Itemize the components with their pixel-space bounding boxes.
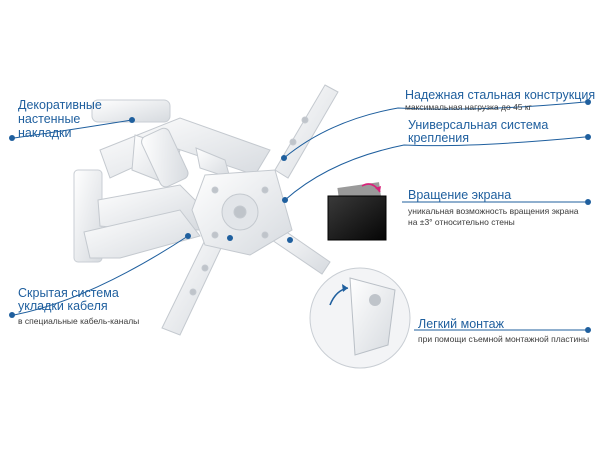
callout-lines	[13, 101, 586, 331]
feature-rotation-title: Вращение экрана	[408, 188, 512, 202]
feature-universal-title-1: Универсальная система	[408, 118, 549, 132]
feature-cable-title-1: Скрытая система	[18, 286, 119, 300]
dot-icon	[9, 99, 591, 333]
mounting-detail	[309, 267, 411, 369]
feature-steel-subtitle: максимальная нагрузка до 45 кг	[405, 102, 532, 112]
vesa-plate	[161, 84, 339, 336]
feature-rotation-subtitle-1: уникальная возможность вращения экрана	[408, 206, 579, 216]
articulating-arms	[83, 117, 271, 259]
feature-mount-subtitle: при помощи съемной монтажной пластины	[418, 334, 590, 344]
wall-plate	[73, 99, 171, 263]
feature-cable-subtitle: в специальные кабель-каналы	[18, 316, 140, 326]
feature-rotation-subtitle-2: на ±3° относительно стены	[408, 217, 515, 227]
feature-universal-title-2: крепления	[408, 131, 470, 145]
feature-cable-title-2: укладки кабеля	[18, 299, 108, 313]
feature-mount-title: Легкий монтаж	[418, 317, 504, 331]
feature-steel-title: Надежная стальная конструкция	[405, 88, 596, 102]
feature-decorative-title-1: Декоративные	[18, 98, 102, 112]
feature-decorative-title-3: накладки	[18, 126, 72, 140]
feature-decorative-title-2: настенные	[18, 112, 81, 126]
rotating-tv	[327, 182, 387, 241]
